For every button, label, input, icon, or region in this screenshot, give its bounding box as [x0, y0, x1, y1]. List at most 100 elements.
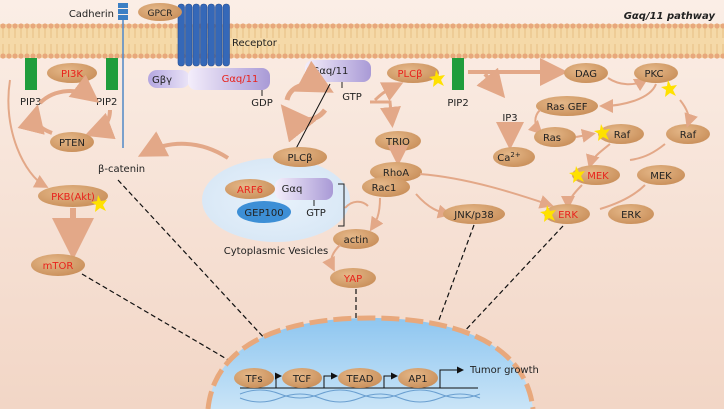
receptor-helix	[185, 3, 193, 67]
ras-node	[534, 127, 576, 147]
rho-pathway: TRIO RhoA Rac1 JNK/p38 actin YAP	[322, 100, 554, 288]
pi3k-label: PI3K	[61, 69, 83, 80]
dag-node	[564, 63, 608, 83]
erk-node	[608, 204, 654, 224]
vesicle-label: Cytoplasmic Vesicles	[224, 246, 328, 257]
receptor-helix	[192, 3, 200, 67]
gpcr-node	[138, 3, 182, 21]
rasgef-label: Ras GEF	[546, 102, 587, 113]
tumor-growth-label: Tumor growth	[469, 365, 539, 376]
cytoplasmic-vesicle: PLCβ ARF6 Gαq GEP100 GTP Cytoplasmic Ves…	[137, 131, 369, 257]
raf-active-node	[598, 124, 644, 144]
trio-node	[375, 131, 421, 151]
mek-active-label: MEK	[587, 171, 609, 182]
mek-label: MEK	[650, 171, 672, 182]
gep100-node	[237, 201, 291, 223]
cell-membrane	[0, 23, 724, 59]
gaq11-subunit-inactive	[188, 68, 270, 90]
gep100-label: GEP100	[244, 208, 283, 219]
pi3k-module: PI3K PIP3 PIP2 PTEN β-catenin PKB(Akt) m…	[7, 58, 145, 276]
plc-pkc-mapk-pathway: PLCβ PIP2 IP3 Ca2+ DAG PKC Ras GEF Ras R…	[373, 58, 710, 224]
gpcr-label: GPCR	[148, 9, 173, 19]
actin-node	[333, 229, 379, 249]
receptor-helix	[177, 3, 185, 67]
pip2-label-left: PIP2	[96, 97, 117, 108]
erk-active-node	[544, 204, 590, 224]
pathway-title: Gαq/11 pathway	[624, 11, 716, 22]
pip2-channel	[106, 58, 118, 90]
tcf-node	[282, 368, 322, 388]
arf6-label: ARF6	[237, 185, 263, 196]
plcb-vesicle-label: PLCβ	[288, 153, 313, 164]
ca-node	[493, 147, 535, 167]
tead-node	[338, 368, 382, 388]
tfs-label: TFs	[244, 374, 262, 385]
receptor-helix	[222, 3, 230, 67]
pip2-label-right: PIP2	[447, 98, 468, 109]
pkb-activation-star	[91, 195, 107, 212]
jnk-label: JNK/p38	[453, 210, 493, 221]
plcb-vesicle-node	[273, 147, 327, 167]
plcb-node	[387, 63, 439, 83]
erk-label: ERK	[621, 210, 641, 221]
pten-label: PTEN	[59, 138, 85, 149]
tcf-label: TCF	[292, 374, 312, 385]
gdp-label: GDP	[251, 98, 272, 109]
receptor-helix	[215, 3, 223, 67]
beta-catenin-label: β-catenin	[98, 164, 145, 175]
g-protein-complex: Gβγ Gαq/11 GDP Gαq/11 GTP	[148, 60, 371, 162]
raf-label: Raf	[680, 130, 697, 141]
pip2-channel-right	[452, 58, 464, 90]
rac1-label: Rac1	[372, 183, 397, 194]
gtp-label: GTP	[342, 92, 362, 103]
rhoa-label: RhoA	[383, 168, 409, 179]
tfs-node	[234, 368, 274, 388]
gbg-label: Gβγ	[152, 75, 172, 86]
receptor-helix	[207, 3, 215, 67]
actin-label: actin	[344, 235, 369, 246]
dag-label: DAG	[575, 69, 597, 80]
ap1-label: AP1	[408, 374, 427, 385]
pkb-node	[38, 185, 108, 207]
nucleus: TFs TCF TEAD AP1 Tumor growth	[205, 315, 539, 409]
gbg-subunit	[148, 70, 190, 88]
raf-active-label: Raf	[614, 130, 631, 141]
arf6-node	[225, 179, 275, 199]
pkc-label: PKC	[644, 69, 663, 80]
pkc-node	[634, 63, 678, 83]
mek-active-node	[572, 165, 620, 185]
plcb-activation-star	[429, 70, 445, 87]
jnk-node	[443, 204, 505, 224]
gpcr-receptor: GPCR Receptor	[138, 3, 278, 67]
pkb-label: PKB(Akt)	[51, 192, 95, 203]
rac1-node	[362, 177, 410, 197]
yap-node	[330, 268, 376, 288]
gaq11-inactive-label: Gαq/11	[222, 74, 259, 85]
gtp-vesicle-label: GTP	[306, 208, 326, 219]
raf-activation-star	[594, 124, 610, 141]
mtor-label: mTOR	[43, 261, 74, 272]
mek-activation-star	[569, 166, 585, 183]
tead-label: TEAD	[346, 374, 374, 385]
pten-node	[50, 132, 94, 152]
pip3-label: PIP3	[20, 97, 41, 108]
ip3-label: IP3	[502, 113, 517, 124]
receptor-label: Receptor	[232, 38, 278, 49]
ras-label: Ras	[543, 133, 561, 144]
yap-label: YAP	[343, 274, 362, 285]
erk-active-label: ERK	[558, 210, 578, 221]
mtor-node	[31, 254, 85, 276]
gaq11-active-label: Gαq/11	[312, 66, 349, 77]
trio-label: TRIO	[385, 137, 410, 148]
ap1-node	[398, 368, 438, 388]
rasgef-node	[536, 96, 598, 116]
gaq-vesicle-label: Gαq	[282, 184, 303, 195]
gaq-vesicle-subunit	[275, 178, 333, 200]
mek-node	[637, 165, 685, 185]
ca-label: Ca2+	[497, 151, 521, 164]
pkc-activation-star	[661, 80, 677, 97]
rhoa-node	[370, 162, 422, 182]
raf-node	[666, 124, 710, 144]
plcb-label: PLCβ	[398, 69, 423, 80]
